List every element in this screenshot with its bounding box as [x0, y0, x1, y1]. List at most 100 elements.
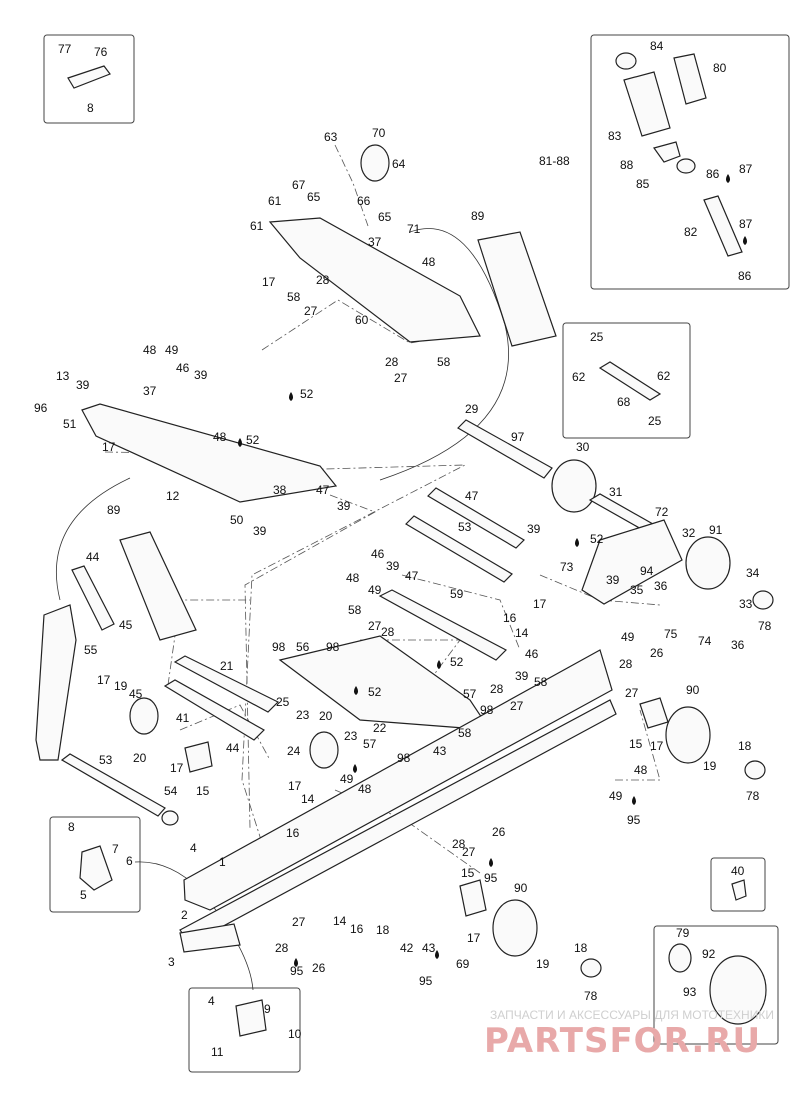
callout-number-51: 51 [63, 417, 77, 431]
adhesive-drop-icon [575, 538, 579, 547]
coil-spring-part [623, 71, 671, 137]
assembly-line [179, 704, 271, 761]
callout-number-64: 64 [392, 157, 406, 171]
callout-number-90: 90 [514, 881, 528, 895]
callout-number-65: 65 [307, 190, 321, 204]
callout-number-47: 47 [405, 569, 419, 583]
inset-box-bracket [43, 34, 135, 124]
upper-arm-part [268, 217, 481, 343]
callout-number-98: 98 [480, 703, 494, 717]
callout-number-62: 62 [657, 369, 671, 383]
callout-number-92: 92 [702, 947, 716, 961]
callout-number-44: 44 [226, 741, 240, 755]
callout-number-61: 61 [250, 219, 264, 233]
shaft-53b-part [60, 753, 166, 817]
callout-number-48: 48 [143, 343, 157, 357]
callout-number-39: 39 [606, 573, 620, 587]
callout-number-28: 28 [452, 837, 466, 851]
callout-number-28: 28 [316, 273, 330, 287]
callout-number-27: 27 [304, 304, 318, 318]
callout-number-17: 17 [533, 597, 547, 611]
callout-number-39: 39 [194, 368, 208, 382]
wheel-mount-15a-part [639, 697, 669, 729]
callout-number-46: 46 [525, 647, 539, 661]
callout-number-85: 85 [636, 177, 650, 191]
callout-number-98: 98 [272, 640, 286, 654]
link-arm-55-part [35, 604, 77, 761]
callout-number-45: 45 [119, 618, 133, 632]
callout-number-46: 46 [371, 547, 385, 561]
callout-number-78: 78 [746, 789, 760, 803]
callout-number-14: 14 [301, 792, 315, 806]
watermark-brand: PARTSFOR.RU [484, 1021, 761, 1061]
callout-number-65: 65 [378, 210, 392, 224]
callout-number-55: 55 [84, 643, 98, 657]
callout-number-58: 58 [534, 675, 548, 689]
shock-absorber-body-part [703, 195, 743, 257]
callout-number-4: 4 [208, 994, 215, 1008]
callout-number-47: 47 [465, 489, 479, 503]
callout-number-40: 40 [731, 864, 745, 878]
slide-rail-2-part [179, 699, 617, 945]
rail-tip-2-part [179, 923, 241, 953]
callout-number-21: 21 [220, 659, 234, 673]
callout-number-48: 48 [346, 571, 360, 585]
callout-number-48: 48 [422, 255, 436, 269]
callout-number-27: 27 [394, 371, 408, 385]
idler-wheel-20-part [129, 697, 159, 735]
rear-bracket-72-part [581, 519, 683, 605]
callout-number-58: 58 [287, 290, 301, 304]
callout-number-95: 95 [290, 964, 304, 978]
wheel-hub-part [709, 955, 767, 1025]
callout-number-9: 9 [264, 1002, 271, 1016]
callout-number-87: 87 [739, 217, 753, 231]
callout-number-49: 49 [368, 583, 382, 597]
callout-number-52: 52 [368, 685, 382, 699]
callout-number-98: 98 [397, 751, 411, 765]
callout-number-58: 58 [348, 603, 362, 617]
adhesive-drop-icon [238, 438, 242, 447]
callout-number-94: 94 [640, 564, 654, 578]
callout-number-1: 1 [219, 855, 226, 869]
callout-number-36: 36 [654, 579, 668, 593]
callout-number-68: 68 [617, 395, 631, 409]
callout-number-72: 72 [655, 505, 669, 519]
callout-number-95: 95 [627, 813, 641, 827]
bearing-79-part [668, 943, 692, 973]
callout-number-18: 18 [376, 923, 390, 937]
callout-number-46: 46 [176, 361, 190, 375]
callout-number-63: 63 [324, 130, 338, 144]
callout-number-38: 38 [273, 483, 287, 497]
callout-number-17: 17 [102, 440, 116, 454]
middle-arm-59-part [378, 589, 508, 661]
inset-box-grease-fitting [710, 857, 766, 912]
callout-number-58: 58 [437, 355, 451, 369]
callout-number-76: 76 [94, 45, 108, 59]
wheel-mount-15b-part [459, 879, 487, 917]
inset-box-shock-absorber [590, 34, 790, 290]
callout-number-34: 34 [746, 566, 760, 580]
callout-number-25: 25 [590, 330, 604, 344]
inset-box-axle [562, 322, 691, 439]
callout-number-37: 37 [368, 235, 382, 249]
callout-number-32: 32 [682, 526, 696, 540]
idler-wheel-90a-part [665, 706, 711, 764]
callout-number-60: 60 [355, 313, 369, 327]
callout-number-86: 86 [738, 269, 752, 283]
adhesive-drop-icon [354, 686, 358, 695]
callout-number-19: 19 [114, 679, 128, 693]
assembly-line [401, 574, 521, 651]
wheel-mount-15c-part [184, 741, 213, 773]
callout-number-62: 62 [572, 370, 586, 384]
rail-stop-part [235, 999, 267, 1037]
callout-number-57: 57 [463, 687, 477, 701]
callout-number-23: 23 [296, 708, 310, 722]
callout-number-43: 43 [422, 941, 436, 955]
callout-number-20: 20 [319, 709, 333, 723]
callout-number-28: 28 [385, 355, 399, 369]
callout-number-8: 8 [68, 820, 75, 834]
callout-number-42: 42 [400, 941, 414, 955]
callout-number-27: 27 [510, 699, 524, 713]
callout-number-33: 33 [739, 597, 753, 611]
